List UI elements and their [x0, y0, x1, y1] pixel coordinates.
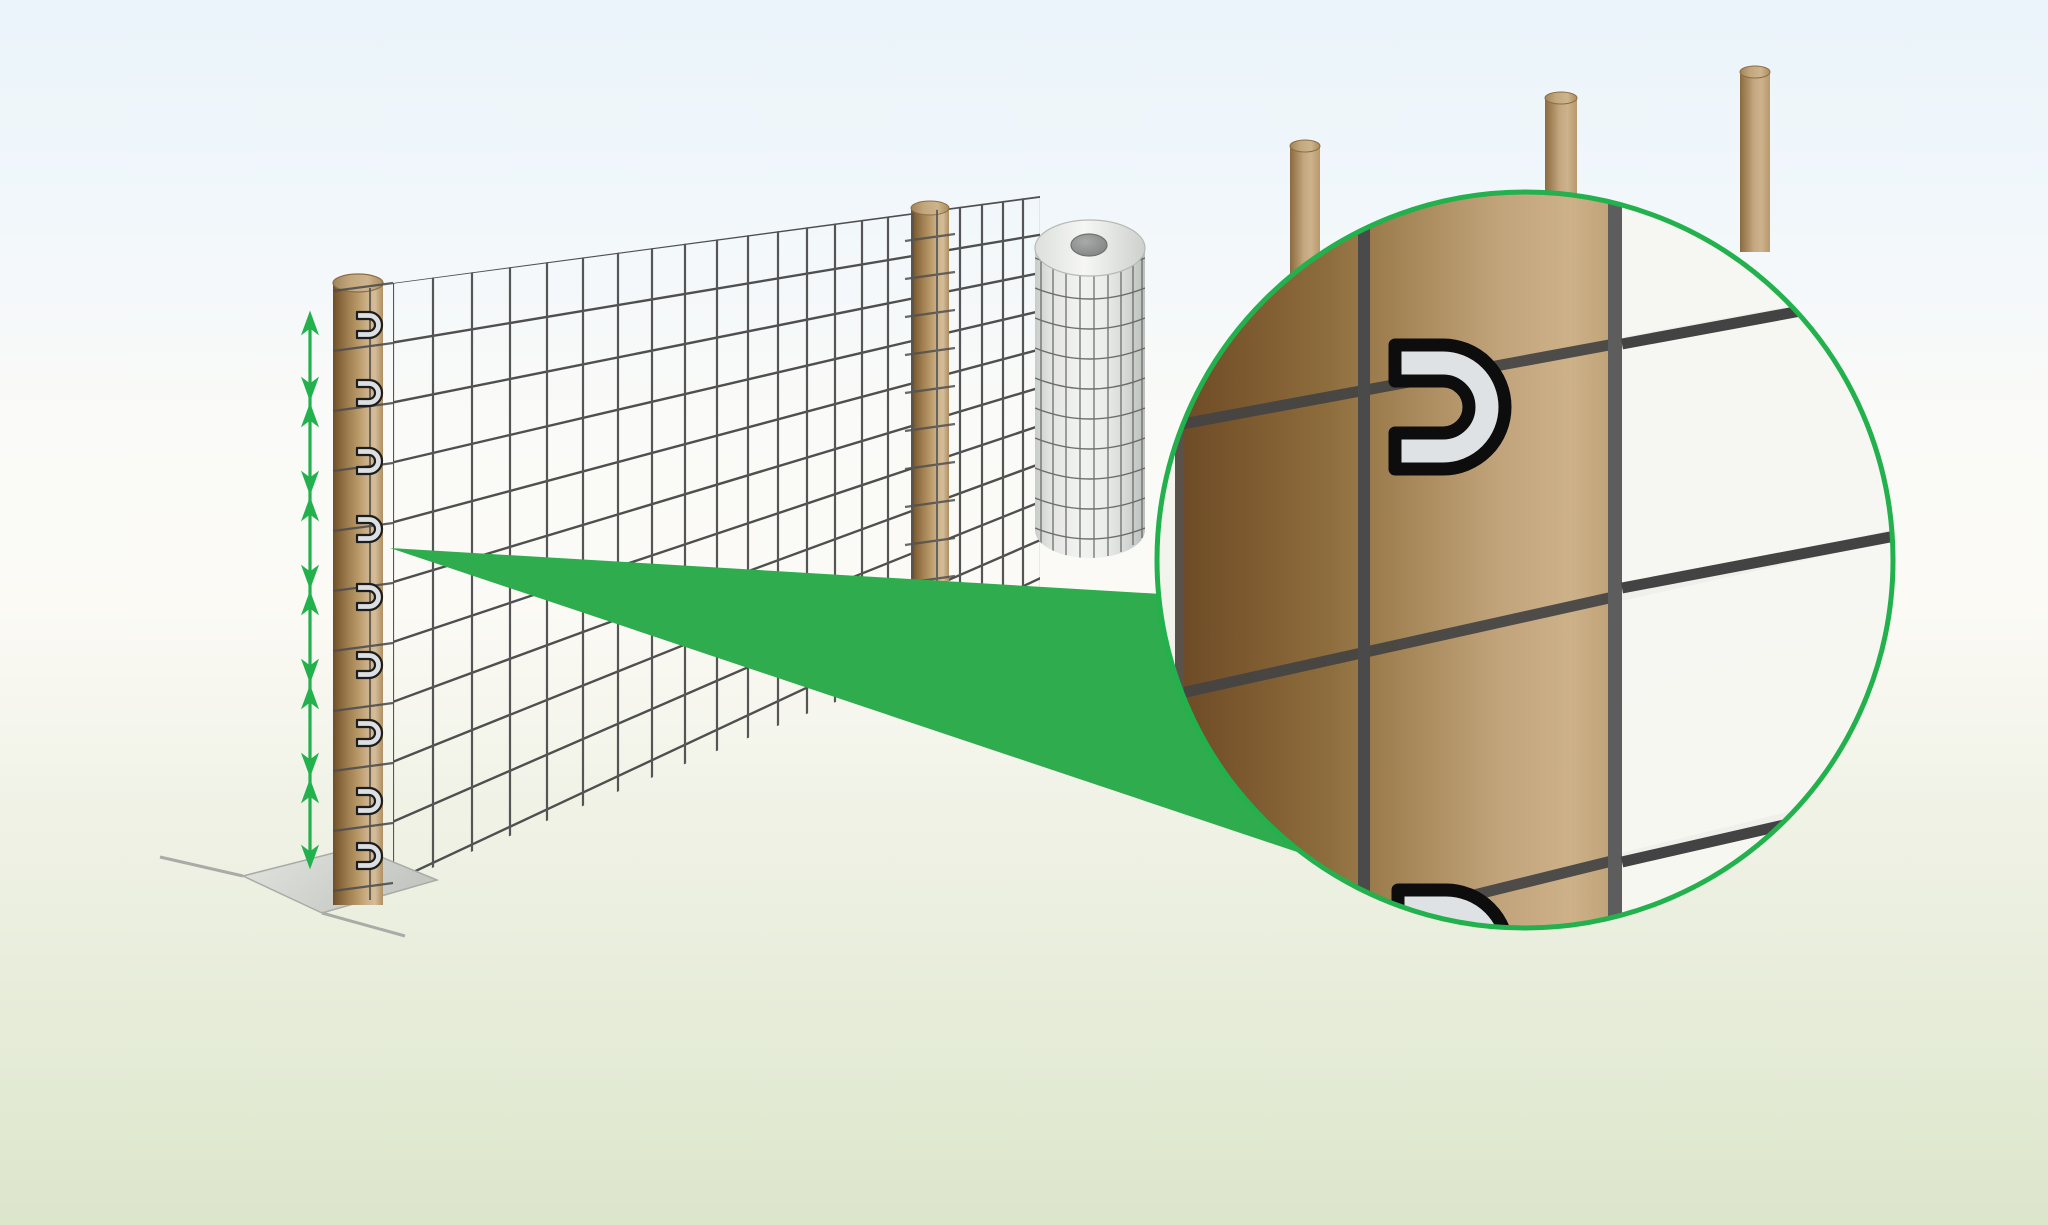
u-staple [355, 841, 384, 871]
magnified-background-posts [1289, 65, 1771, 331]
mesh-roll-core-hole [1070, 233, 1108, 257]
u-staple-upper [1388, 338, 1512, 476]
u-staple [355, 786, 384, 816]
magnifier-ring [1154, 189, 1896, 931]
mesh-roll [1034, 219, 1146, 558]
u-staple [355, 582, 384, 612]
dimension-arrow-pair [300, 376, 320, 428]
dimension-arrow-down [300, 844, 320, 870]
dimension-arrow-pair [300, 564, 320, 616]
u-staple [355, 378, 384, 408]
u-staple [355, 514, 384, 544]
u-staple-group-front-post [355, 310, 384, 871]
dimension-arrow-up [300, 310, 320, 336]
u-staple [355, 310, 384, 340]
dimension-arrow-pair [300, 470, 320, 522]
u-staple [355, 650, 384, 680]
bg-post-right [1739, 65, 1771, 252]
magnified-post-left-edge [1175, 192, 1184, 928]
dimension-arrow-pair [300, 752, 320, 804]
middle-post [910, 200, 950, 590]
post-height-dimension [300, 310, 320, 870]
u-staple [355, 446, 384, 476]
u-staple [355, 718, 384, 748]
magnified-post-right-edge [1608, 192, 1622, 928]
magnified-vertical-wire-on-post [1358, 192, 1370, 928]
dimension-arrow-pair [300, 658, 320, 710]
